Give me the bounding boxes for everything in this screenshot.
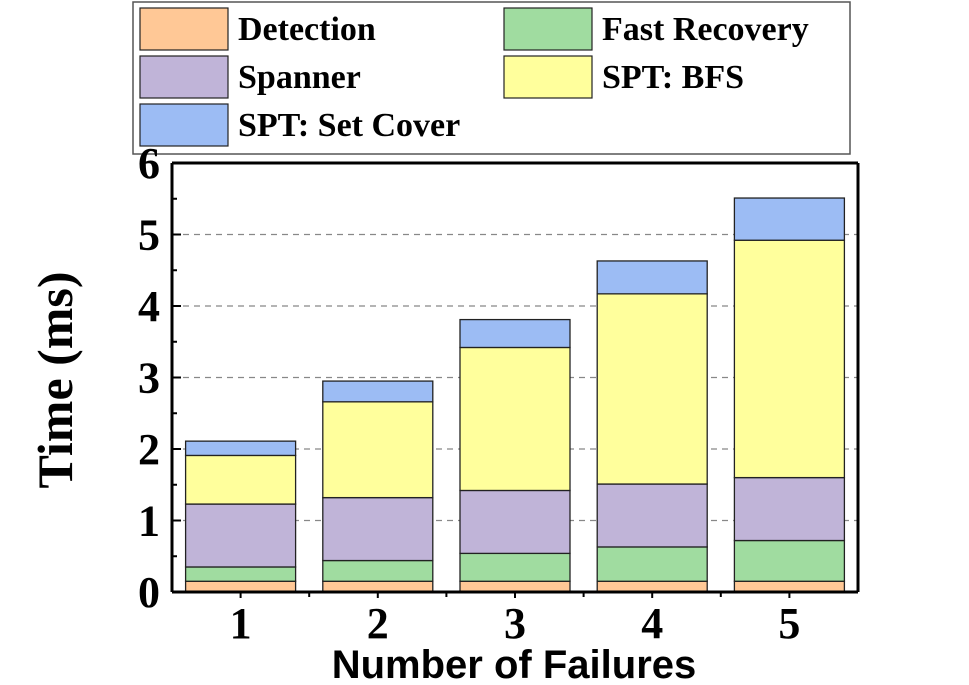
- legend-label: Fast Recovery: [602, 11, 809, 48]
- bar-segment: [459, 318, 571, 349]
- bar-segment: [322, 559, 434, 582]
- bar-segment: [596, 293, 708, 485]
- bars: [184, 197, 846, 593]
- bar-segment: [733, 580, 846, 593]
- legend-label: SPT: Set Cover: [238, 107, 460, 144]
- legend-label: Detection: [238, 11, 376, 48]
- legend-swatch: [139, 7, 229, 51]
- y-tick-label: 1: [138, 497, 160, 546]
- x-axis-label: Number of Failures: [332, 643, 697, 685]
- legend-swatch: [139, 55, 229, 99]
- bar-segment: [596, 546, 708, 582]
- y-tick-label: 0: [138, 568, 160, 617]
- bar-segment: [322, 580, 434, 593]
- y-tick-label: 5: [138, 211, 160, 260]
- bar-segment: [459, 489, 571, 555]
- x-tick-label: 5: [778, 599, 800, 648]
- bar-segment: [459, 346, 571, 492]
- bar-segment: [184, 440, 297, 457]
- y-tick-label: 4: [138, 282, 160, 331]
- bar-segment: [733, 197, 846, 241]
- legend-box: [132, 1, 851, 155]
- legend-label: Spanner: [238, 59, 361, 96]
- legend-label: SPT: BFS: [602, 59, 744, 96]
- axes: [170, 161, 860, 598]
- y-tick-label: 6: [138, 139, 160, 188]
- y-tick-label: 2: [138, 425, 160, 474]
- y-tick-label: 3: [138, 354, 160, 403]
- x-tick-label: 3: [504, 599, 526, 648]
- bar-segment: [733, 476, 846, 542]
- bar-segment: [596, 260, 708, 295]
- legend-swatch: [503, 55, 593, 99]
- bar-segment: [322, 401, 434, 499]
- bar-segment: [322, 380, 434, 403]
- legend-swatch: [503, 7, 593, 51]
- x-tick-label: 2: [367, 599, 389, 648]
- x-tick-label: 4: [641, 599, 663, 648]
- bar-segment: [459, 552, 571, 582]
- bar-segment: [184, 580, 297, 593]
- bar-segment: [322, 496, 434, 562]
- bar-segment: [596, 483, 708, 548]
- y-axis-label: Time (ms): [27, 271, 83, 488]
- bar-segment: [184, 454, 297, 505]
- bar-segment: [184, 503, 297, 568]
- tick-labels: 1 2 3 4 5 0 1 2 3 4 5 6: [138, 139, 800, 648]
- bar-segment: [459, 580, 571, 593]
- x-tick-label: 1: [230, 599, 252, 648]
- bar-segment: [596, 580, 708, 593]
- bar-segment: [184, 566, 297, 582]
- legend-swatch: [139, 103, 229, 147]
- bar-segment: [733, 239, 846, 479]
- bar-segment: [733, 539, 846, 582]
